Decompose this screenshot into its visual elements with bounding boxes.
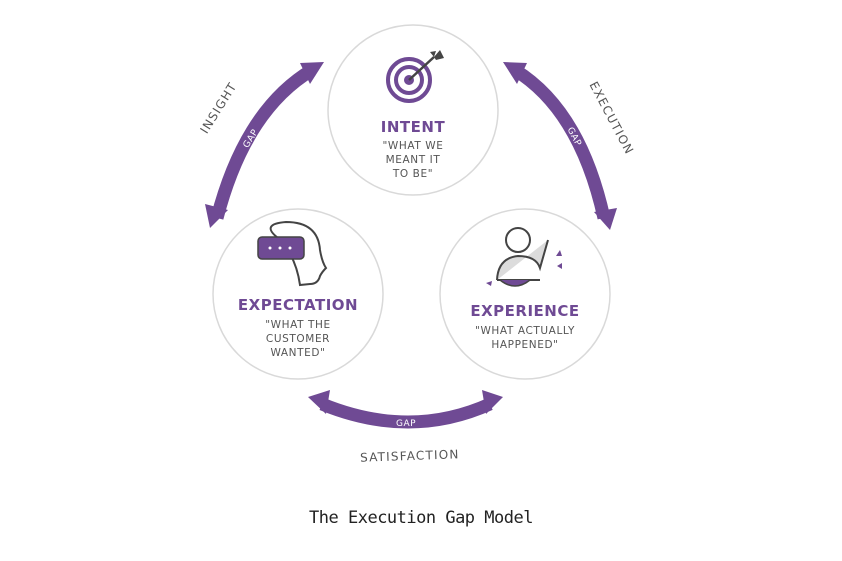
execution-label: EXECUTION bbox=[586, 79, 636, 157]
diagram-caption: The Execution Gap Model bbox=[309, 508, 533, 528]
expectation-circle bbox=[212, 208, 384, 380]
intent-line-2: MEANT IT bbox=[386, 154, 441, 166]
intent-line-3: TO BE" bbox=[392, 168, 433, 180]
insight-label: INSIGHT bbox=[197, 80, 239, 136]
experience-line-1: "WHAT ACTUALLY bbox=[475, 325, 575, 337]
execution-gap-label: GAP bbox=[565, 126, 583, 148]
intent-circle bbox=[327, 24, 499, 196]
satisfaction-label: SATISFACTION bbox=[360, 447, 460, 464]
experience-circle bbox=[439, 208, 611, 380]
execution-gap-arrow: GAP bbox=[503, 62, 617, 230]
experience-title: EXPERIENCE bbox=[470, 302, 579, 320]
expectation-line-2: CUSTOMER bbox=[266, 333, 330, 345]
execution-gap-diagram: GAP INSIGHT GAP EXECUTION GAP SATISFACTI… bbox=[197, 24, 637, 465]
intent-line-1: "WHAT WE bbox=[382, 140, 443, 152]
expectation-line-3: WANTED" bbox=[270, 347, 325, 359]
head-with-vr-headset-icon bbox=[257, 220, 328, 287]
satisfaction-gap-label: GAP bbox=[396, 419, 416, 429]
expectation-line-1: "WHAT THE bbox=[265, 319, 331, 331]
expectation-title: EXPECTATION bbox=[238, 296, 358, 314]
target-arrow-icon bbox=[386, 50, 444, 103]
experience-line-2: HAPPENED" bbox=[491, 339, 558, 351]
satisfaction-gap-arrow: GAP bbox=[308, 390, 503, 429]
intent-title: INTENT bbox=[381, 118, 446, 136]
person-waving-icon bbox=[486, 227, 562, 287]
